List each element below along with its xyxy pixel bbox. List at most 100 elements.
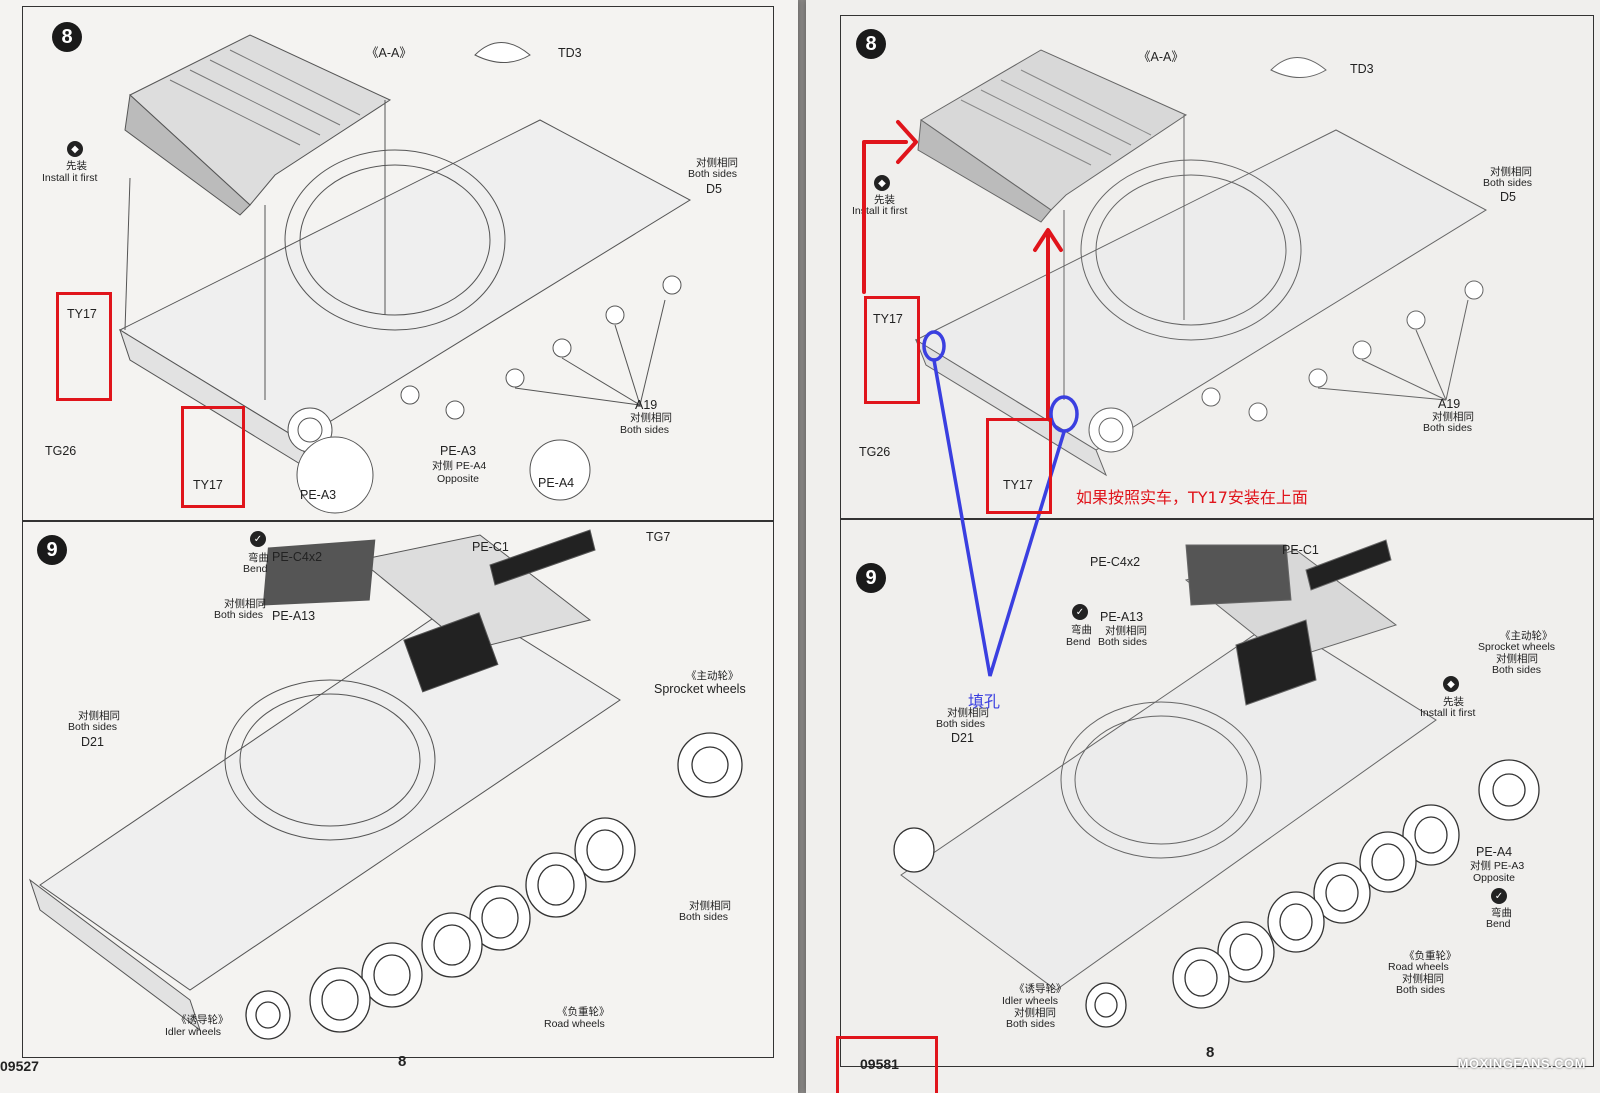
sprocket-both-en: Both sides [1492, 664, 1542, 676]
d21-zh: 对侧相同 [78, 710, 120, 722]
opposite-en: Opposite [437, 473, 480, 485]
a19-zh: 对侧相同 [630, 412, 672, 424]
page-frame [22, 6, 774, 1058]
d21-en: Both sides [68, 721, 118, 733]
install-first-icon: ◆ [874, 175, 890, 191]
pe-a13-zh: 对侧相同 [1105, 625, 1147, 637]
bend-en: Bend [243, 563, 268, 575]
part-label-pe-a3: PE-A3 [440, 444, 477, 458]
part-label-pe-a4: PE-A4 [1476, 845, 1513, 859]
highlight-box-kit-code [836, 1036, 938, 1093]
part-label-ty17: TY17 [67, 307, 97, 321]
bend-zh: 弯曲 [1491, 907, 1512, 919]
install-first-zh: 先装 [874, 194, 895, 206]
bend-zh: 弯曲 [1071, 624, 1092, 636]
highlight-box-ty17 [986, 418, 1052, 514]
section-label: 《A-A》 [366, 46, 412, 60]
part-label-pe-c4x2: PE-C4x2 [272, 550, 323, 564]
sprocket-zh: 《主动轮》 [686, 670, 739, 682]
both-sides-en: Both sides [688, 168, 738, 180]
part-label-pe-a13: PE-A13 [1100, 610, 1144, 624]
instruction-page-left: 8 《A-A》 TD3 ◆ 先装 Install it first 对侧相同 B… [0, 0, 798, 1093]
part-label-d21: D21 [81, 735, 104, 749]
part-label-d21: D21 [951, 731, 974, 745]
a19-en: Both sides [620, 424, 670, 436]
idler-zh: 《诱导轮》 [176, 1014, 229, 1026]
step-8-badge: 8 [856, 29, 886, 59]
install-first-icon: ◆ [1443, 676, 1459, 692]
hull-line-art [29, 34, 743, 1040]
pe-a13-en: Both sides [1098, 636, 1148, 648]
highlight-box-ty17 [864, 296, 920, 404]
road-zh: 《负重轮》 [1404, 950, 1457, 962]
both-sides-zh: 对侧相同 [224, 598, 266, 610]
d21-en: Both sides [936, 718, 986, 730]
watermark: MOXINGFANS.COM [1457, 1056, 1586, 1071]
road-zh: 《负重轮》 [557, 1006, 610, 1018]
install-first-en: Install it first [42, 172, 98, 184]
install-first-icon: ◆ [67, 141, 83, 157]
sprocket-en: Sprocket wheels [1478, 641, 1556, 653]
install-first-en: Install it first [1420, 707, 1476, 719]
both-sides-en: Both sides [214, 609, 264, 621]
both-sides-zh: 对侧相同 [689, 900, 731, 912]
part-label-td3: TD3 [558, 46, 582, 60]
step-9-badge: 9 [856, 563, 886, 593]
step-divider [840, 518, 1594, 520]
bend-zh: 弯曲 [248, 552, 269, 564]
step-8-badge: 8 [52, 22, 82, 52]
both-sides-en: Both sides [679, 911, 729, 923]
install-first-zh: 先装 [66, 160, 87, 172]
pe-a3-opposite-zh: 对侧 PE-A3 [1470, 860, 1525, 872]
page-number: 8 [1206, 1044, 1215, 1061]
road-both-en: Both sides [1396, 984, 1446, 996]
bend-icon: ✓ [1072, 604, 1088, 620]
annotation-red-note: 如果按照实车，TY17安装在上面 [1076, 488, 1308, 507]
sprocket-en: Sprocket wheels [654, 682, 746, 696]
highlight-box-ty17 [56, 292, 112, 401]
part-label-tg26: TG26 [859, 445, 891, 459]
bend-en: Bend [1066, 636, 1091, 648]
sprocket-zh: 《主动轮》 [1500, 630, 1553, 642]
idler-both-zh: 对侧相同 [1014, 1007, 1056, 1019]
a19-en: Both sides [1423, 422, 1473, 434]
road-en: Road wheels [544, 1018, 605, 1030]
page-number: 8 [398, 1053, 407, 1070]
annotation-blue-note: 填孔 [968, 692, 1001, 711]
part-label-pe-c1: PE-C1 [1282, 543, 1319, 557]
idler-en: Idler wheels [1002, 995, 1059, 1007]
idler-en: Idler wheels [165, 1026, 222, 1038]
kit-code: 09581 [860, 1056, 899, 1072]
opposite-en: Opposite [1473, 872, 1516, 884]
road-en: Road wheels [1388, 961, 1449, 973]
annotation-overlay [862, 120, 1079, 677]
instruction-page-right: 8 《A-A》 TD3 ◆ 先装 Install it first 对侧相同 B… [806, 0, 1600, 1093]
both-sides-en: Both sides [1483, 177, 1533, 189]
part-label-d5: D5 [1500, 190, 1516, 204]
part-label-pe-a13: PE-A13 [272, 609, 316, 623]
kit-code: 09527 [0, 1058, 39, 1074]
both-sides-zh: 对侧相同 [696, 157, 738, 169]
highlight-box-ty17 [181, 406, 245, 508]
part-label-td3: TD3 [1350, 62, 1374, 76]
part-label-pe-c1: PE-C1 [472, 540, 509, 554]
hull-line-art [893, 49, 1540, 1028]
idler-both-en: Both sides [1006, 1018, 1056, 1030]
part-label-ty17: TY17 [873, 312, 903, 326]
callout-pe-a3: PE-A3 [300, 488, 337, 502]
sprocket-both-zh: 对侧相同 [1496, 653, 1538, 665]
part-label-tg7: TG7 [646, 530, 671, 544]
bend-icon: ✓ [1491, 888, 1507, 904]
step-9-badge: 9 [37, 535, 67, 565]
part-label-ty17: TY17 [193, 478, 223, 492]
bend-icon: ✓ [250, 531, 266, 547]
part-label-a19: A19 [635, 398, 658, 412]
both-sides-zh: 对侧相同 [1490, 166, 1532, 178]
d21-zh: 对侧相同 [947, 707, 989, 719]
part-label-tg26: TG26 [45, 444, 77, 458]
part-label-ty17: TY17 [1003, 478, 1033, 492]
part-label-a19: A19 [1438, 397, 1461, 411]
step-divider [22, 520, 774, 522]
part-label-d5: D5 [706, 182, 722, 196]
a19-zh: 对侧相同 [1432, 411, 1474, 423]
